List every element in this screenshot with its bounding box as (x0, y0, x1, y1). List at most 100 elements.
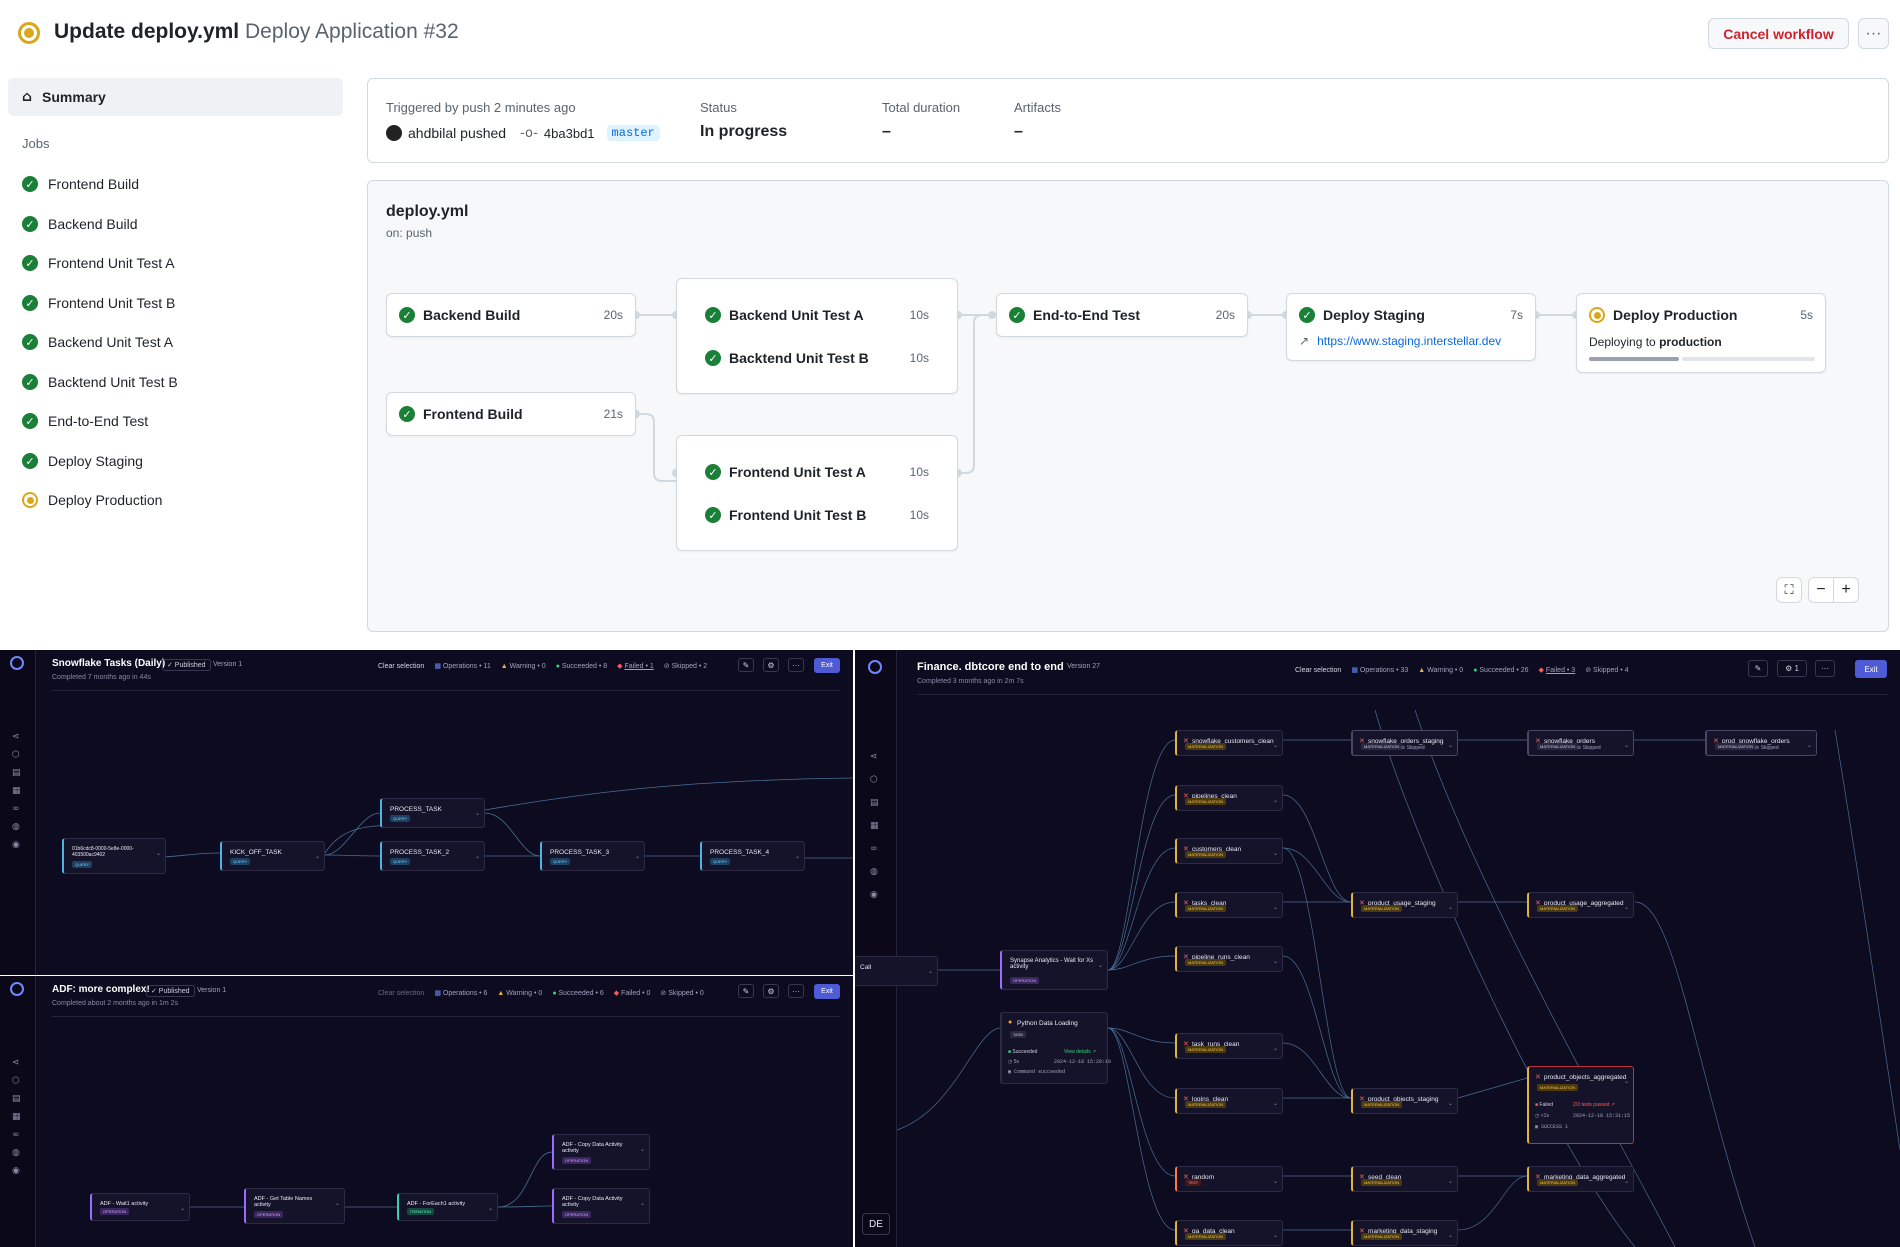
sidebar-job-deploy-production[interactable]: Deploy Production (22, 492, 162, 508)
avatar[interactable] (386, 125, 402, 141)
staging-url-link[interactable]: ↗https://www.staging.interstellar.dev (1299, 334, 1501, 348)
clear-selection-button[interactable]: Clear selection (378, 989, 425, 997)
dag-node-synapse[interactable]: Synapse Analytics - Wait for Xs activity… (1000, 950, 1108, 990)
dag-node-product-objects-aggregated[interactable]: ✕ product_objects_aggregated MATERIALIZA… (1527, 1066, 1634, 1144)
share-icon[interactable]: ⋖ (12, 732, 20, 742)
exit-button[interactable]: Exit (1855, 660, 1887, 678)
view-details-link[interactable]: View details ↗ (1064, 1049, 1097, 1055)
more-button[interactable]: ··· (1815, 660, 1835, 677)
link-icon[interactable]: ∞ (12, 804, 20, 814)
exit-button[interactable]: Exit (814, 984, 840, 999)
tests-passed-link[interactable]: 2/3 tests passed ↗ (1573, 1102, 1615, 1108)
zoom-out-button[interactable]: − (1808, 577, 1834, 603)
grid-icon[interactable]: ▦ (12, 786, 21, 796)
globe-icon[interactable]: ◍ (12, 822, 20, 832)
sidebar-item-summary[interactable]: ⌂ Summary (8, 78, 343, 116)
sidebar-job-backend-unit-test-a[interactable]: ✓Backend Unit Test A (22, 334, 173, 350)
chart-icon[interactable]: ▤ (870, 798, 879, 808)
more-options-button[interactable]: ··· (1858, 18, 1889, 49)
skipped-stat[interactable]: ⊘ Skipped • 0 (660, 990, 704, 997)
more-button[interactable]: ··· (788, 658, 804, 672)
sidebar-job-backend-build[interactable]: ✓Backend Build (22, 216, 138, 232)
failed-stat[interactable]: ◆ Failed • 1 (617, 663, 654, 670)
fullscreen-button[interactable]: ⛶ (1776, 577, 1802, 603)
app-logo-icon[interactable] (10, 982, 24, 996)
globe-icon[interactable]: ◍ (870, 867, 878, 877)
more-button[interactable]: ··· (788, 984, 804, 998)
chart-icon[interactable]: ▤ (12, 768, 21, 778)
clear-selection-button[interactable]: Clear selection (1295, 666, 1342, 674)
cube-icon[interactable]: ⬡ (870, 775, 878, 785)
edit-button[interactable]: ✎ (738, 658, 754, 672)
failed-stat[interactable]: ◆ Failed • 3 (1538, 667, 1576, 674)
eye-icon[interactable]: ◉ (12, 1166, 20, 1176)
warning-stat[interactable]: ▲ Warning • 0 (500, 662, 546, 670)
settings-button[interactable]: ⚙ (763, 984, 779, 998)
link-icon[interactable]: ∞ (12, 1130, 20, 1140)
operations-stat[interactable]: ▦ Operations • 11 (434, 663, 491, 670)
sidebar-job-end-to-end-test[interactable]: ✓End-to-End Test (22, 413, 148, 429)
settings-button[interactable]: ⚙ (763, 658, 779, 672)
share-icon[interactable]: ⋖ (870, 752, 878, 762)
sidebar-job-deploy-staging[interactable]: ✓Deploy Staging (22, 453, 143, 469)
dag-node-python-data-loading[interactable]: ● Python Data Loading TASK ■ Succeeded V… (1000, 1012, 1111, 1084)
operations-stat[interactable]: ▦ Operations • 33 (1351, 667, 1409, 674)
sidebar-job-frontend-unit-test-a[interactable]: ✓Frontend Unit Test A (22, 255, 175, 271)
app-logo-icon[interactable] (10, 656, 24, 670)
grid-icon[interactable]: ▦ (870, 821, 879, 831)
grid-icon[interactable]: ▦ (12, 1112, 21, 1122)
globe-icon[interactable]: ◍ (12, 1148, 20, 1158)
zoom-in-button[interactable]: + (1833, 577, 1859, 603)
link-icon[interactable]: ∞ (870, 844, 878, 854)
cancel-workflow-button[interactable]: Cancel workflow (1708, 18, 1849, 49)
share-icon[interactable]: ⋖ (12, 1058, 20, 1068)
skipped-stat[interactable]: ⊘ Skipped • 4 (1585, 667, 1629, 674)
eye-icon[interactable]: ◉ (870, 890, 878, 900)
operations-stat[interactable]: ▦ Operations • 6 (434, 990, 488, 997)
exit-button[interactable]: Exit (814, 658, 840, 673)
sidebar-job-frontend-build[interactable]: ✓Frontend Build (22, 176, 139, 192)
succeeded-stat[interactable]: ● Succeeded • 6 (552, 989, 604, 997)
commit-sha-link[interactable]: 4ba3bd1 (543, 125, 595, 141)
sidebar-job-frontend-unit-test-b[interactable]: ✓Frontend Unit Test B (22, 295, 175, 311)
language-button[interactable]: DE (862, 1213, 890, 1235)
cube-icon[interactable]: ⬡ (12, 750, 20, 760)
sidebar-job-backend-unit-test-b[interactable]: ✓Backtend Unit Test B (22, 374, 178, 390)
edit-button[interactable]: ✎ (1748, 660, 1768, 677)
dag-node-call[interactable]: Call⌄ (855, 956, 938, 986)
app-logo-icon[interactable] (868, 660, 882, 674)
cube-icon[interactable]: ⬡ (12, 1076, 20, 1086)
